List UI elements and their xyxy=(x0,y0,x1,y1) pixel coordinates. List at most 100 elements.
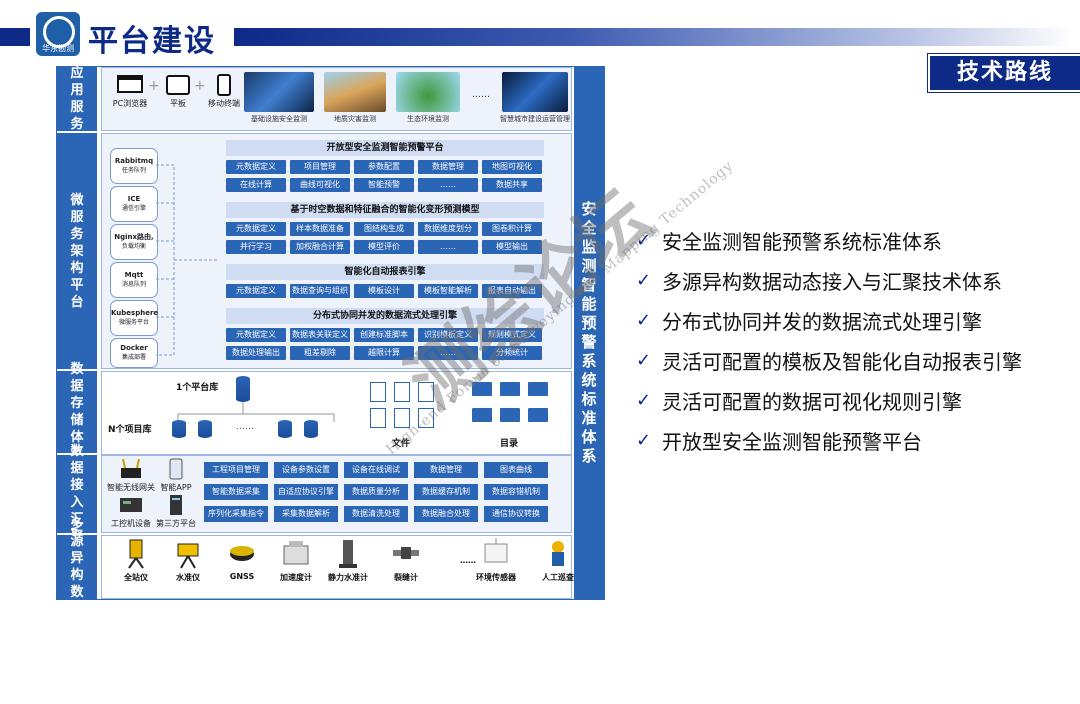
module-cell: 元数据定义 xyxy=(226,222,286,236)
instrument-label: 全站仪 xyxy=(124,573,148,582)
file-icon xyxy=(418,408,434,428)
geo-hazard-thumb xyxy=(324,72,386,112)
ingest-cell: 通信协议转换 xyxy=(484,506,548,522)
module-cell: 样本数据准备 xyxy=(290,222,350,236)
files-label: 文件 xyxy=(392,439,411,449)
ipc-device: 工控机设备 xyxy=(106,494,156,529)
module-cell: 加权融合计算 xyxy=(290,240,350,254)
folder-icon xyxy=(528,408,548,422)
phone-icon xyxy=(217,74,231,96)
ingest-cell: 数据融合处理 xyxy=(414,506,478,522)
tech-checklist: ✓安全监测智能预警系统标准体系✓多源异构数据动态接入与汇聚技术体系✓分布式协同并… xyxy=(636,220,1076,460)
module-cell: 报表自动输出 xyxy=(482,284,542,298)
pc-device: PC浏览器 xyxy=(110,74,150,109)
module-cell: 数据共享 xyxy=(482,178,542,192)
file-icon xyxy=(370,408,386,428)
ingest-cell: 智能数据采集 xyxy=(204,484,268,500)
module-cell: 元数据定义 xyxy=(226,160,286,174)
page-title: 平台建设 xyxy=(88,24,216,59)
checklist-text: 安全监测智能预警系统标准体系 xyxy=(662,229,942,254)
database-icon xyxy=(304,420,318,438)
ingest-row: 智能无线网关 智能APP 工控机设备 第三方平台 工程项目管理设备参数设置设备在… xyxy=(101,455,572,533)
ingest-cell: 采集数据解析 xyxy=(274,506,338,522)
check-icon: ✓ xyxy=(636,269,652,291)
module-cell: 规则模式定义 xyxy=(482,328,542,342)
monitor-icon xyxy=(117,75,143,93)
module-cell: 模板智能解析 xyxy=(418,284,478,298)
ingest-cell: 数据缓存机制 xyxy=(414,484,478,500)
instrument-icon xyxy=(339,540,357,568)
instrument-label: 环境传感器 xyxy=(476,573,516,582)
row-label-sources: 多源异构数据 xyxy=(57,517,97,617)
module-cell: 智能预警 xyxy=(354,178,414,192)
row-label-ingest: 数据接入汇聚 xyxy=(57,444,97,544)
database-icon xyxy=(172,420,186,438)
platform-db-label: 1个平台库 xyxy=(176,383,219,393)
instrument-label: 裂缝计 xyxy=(394,573,418,582)
instrument-label: …… xyxy=(460,556,476,565)
instrument-icon xyxy=(230,546,254,561)
ingest-cell: 数据管理 xyxy=(414,462,478,478)
ingest-cell: 数据清洗处理 xyxy=(344,506,408,522)
instrument-item: 水准仪 xyxy=(160,538,216,583)
check-icon: ✓ xyxy=(636,309,652,331)
instrument-item: GNSS xyxy=(214,538,270,581)
instrument-icon xyxy=(393,547,419,559)
ingest-cell: 数据质量分析 xyxy=(344,484,408,500)
module-cell: 数据查询与组织 xyxy=(290,284,350,298)
instrument-item: 人工巡查 xyxy=(530,538,586,583)
tablet-device: 平板 xyxy=(160,74,196,109)
module-cell: 越限计算 xyxy=(354,346,414,360)
file-icon xyxy=(394,408,410,428)
instrument-item: …… xyxy=(440,556,496,565)
section-title: 分布式协同并发的数据流式处理引擎 xyxy=(226,308,544,324)
instrument-icon xyxy=(177,543,199,569)
checklist-item: ✓灵活可配置的模板及智能化自动报表引擎 xyxy=(636,340,1076,380)
smart-city-thumb xyxy=(502,72,568,112)
module-cell: 图卷积计算 xyxy=(482,222,542,236)
ingest-cell: 设备在线调试 xyxy=(344,462,408,478)
title-bar-left xyxy=(0,28,30,46)
module-cell: 图结构生成 xyxy=(354,222,414,236)
tech-route-badge: 技术路线 xyxy=(928,54,1080,92)
checklist-text: 分布式协同并发的数据流式处理引擎 xyxy=(662,309,982,334)
instrument-icon xyxy=(283,541,309,565)
app-device: 智能APP xyxy=(156,458,196,493)
storage-row: 1个平台库 N个项目库 …… 文件 目录 xyxy=(101,371,572,455)
instrument-label: GNSS xyxy=(229,572,255,581)
project-db-label: N个项目库 xyxy=(108,425,152,435)
checklist-item: ✓ 分布式协同并发的数据流式处理引擎 xyxy=(636,300,1076,340)
module-cell: 粗差剔除 xyxy=(290,346,350,360)
service-connectors xyxy=(156,164,218,356)
instrument-label: 静力水准计 xyxy=(328,573,368,582)
database-icon xyxy=(198,420,212,438)
infra-monitoring-thumb xyxy=(244,72,314,112)
phone-icon xyxy=(169,458,183,480)
row-label-app: 应用服务 xyxy=(57,66,97,132)
ingest-cell: 图表曲线 xyxy=(484,462,548,478)
logo-text: 华东勘测 xyxy=(42,44,74,53)
ingest-cell: 工程项目管理 xyxy=(204,462,268,478)
folder-icon xyxy=(472,382,492,396)
dirs-label: 目录 xyxy=(500,439,519,449)
module-cell: 并行学习 xyxy=(226,240,286,254)
check-icon: ✓ xyxy=(636,229,652,251)
eco-monitoring-thumb xyxy=(396,72,460,112)
checklist-item: ✓灵活可配置的数据可视化规则引擎 xyxy=(636,380,1076,420)
company-logo: 华东勘测 xyxy=(36,12,80,56)
section-title: 基于时空数据和特征融合的智能化变形预测模型 xyxy=(226,202,544,218)
check-icon: ✓ xyxy=(636,389,652,411)
instrument-icon xyxy=(128,539,144,569)
ingest-cell: 自适应协议引擎 xyxy=(274,484,338,500)
ingest-cell: 设备参数设置 xyxy=(274,462,338,478)
file-icon xyxy=(418,382,434,402)
checklist-item: ✓ 安全监测智能预警系统标准体系 xyxy=(636,220,1076,260)
folder-icon xyxy=(528,382,548,396)
instrument-item: 裂缝计 xyxy=(378,538,434,583)
module-cell: 数据维度划分 xyxy=(418,222,478,236)
mobile-device: 移动终端 xyxy=(204,74,244,109)
